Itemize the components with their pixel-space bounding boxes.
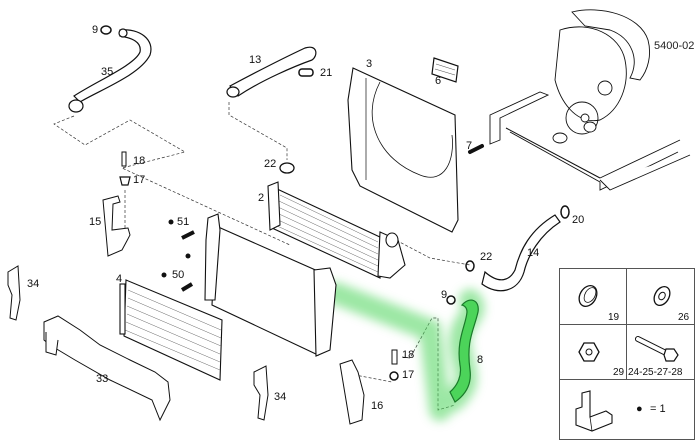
hose-14 xyxy=(481,214,561,292)
pad-6 xyxy=(431,57,459,83)
pin-18-lower xyxy=(391,349,398,365)
clamp-22-right xyxy=(465,260,475,272)
part-label-20[interactable]: 20 xyxy=(572,214,585,226)
part-label-4[interactable]: 4 xyxy=(116,273,123,285)
part-label-14[interactable]: 14 xyxy=(527,247,540,259)
legend-divider-h1 xyxy=(560,324,694,325)
clamp-9-top xyxy=(100,25,112,35)
legend-dot-symbol: ● xyxy=(636,403,643,415)
legend-equals-one: = 1 xyxy=(650,403,666,415)
part-label-34[interactable]: 34 xyxy=(27,278,40,290)
part-label-50[interactable]: 50 xyxy=(172,269,185,281)
part-label-33[interactable]: 33 xyxy=(96,373,109,385)
part-label-6[interactable]: 6 xyxy=(435,75,442,87)
hose-35 xyxy=(68,28,152,113)
reference-code: 5400-02 xyxy=(654,40,695,52)
hardware-legend: 19 26 29 24-25-27-28 ● = 1 xyxy=(559,268,695,440)
part-label-16[interactable]: 16 xyxy=(371,400,384,412)
part-label-21[interactable]: 21 xyxy=(320,67,333,79)
part-label-7[interactable]: 7 xyxy=(466,140,473,152)
legend-divider-h2 xyxy=(560,379,694,380)
bolt-icon xyxy=(635,336,679,362)
engine-fan-assembly xyxy=(489,9,691,191)
part-label-8[interactable]: 8 xyxy=(477,354,484,366)
clamp-22-top xyxy=(279,162,295,174)
part-label-34[interactable]: 34 xyxy=(274,391,287,403)
part-label-15[interactable]: 15 xyxy=(89,216,102,228)
legend-label-29: 29 xyxy=(613,367,625,378)
nut-icon xyxy=(578,342,600,362)
clamp-9-lower xyxy=(446,295,456,305)
part-label-18[interactable]: 18 xyxy=(402,349,415,361)
hose-8-highlighted xyxy=(449,299,479,403)
part-label-13[interactable]: 13 xyxy=(249,54,262,66)
part-label-9[interactable]: 9 xyxy=(92,24,99,36)
grommet-17-lower xyxy=(389,371,399,381)
part-label-22[interactable]: 22 xyxy=(480,251,493,263)
part-label-18[interactable]: 18 xyxy=(133,155,146,167)
bracket-34-left xyxy=(7,265,21,321)
part-label-17[interactable]: 17 xyxy=(133,174,146,186)
fan-shroud-3 xyxy=(347,67,459,233)
radiator-1 xyxy=(204,213,337,357)
bracket-16 xyxy=(339,359,365,425)
washer-icon xyxy=(653,286,671,306)
grommet-17-left xyxy=(119,176,131,186)
legend-label-26: 26 xyxy=(678,312,690,323)
clamp-21 xyxy=(298,68,314,77)
intercooler-2 xyxy=(267,181,406,279)
bolt-7 xyxy=(468,144,484,154)
bracket-34-right xyxy=(253,365,269,421)
bolt-50 xyxy=(161,272,194,292)
bolt-mid xyxy=(185,253,191,259)
pin-18-left xyxy=(121,151,127,167)
bracket-15 xyxy=(102,195,131,257)
part-label-3[interactable]: 3 xyxy=(366,58,373,70)
part-label-2[interactable]: 2 xyxy=(258,192,265,204)
part-label-17[interactable]: 17 xyxy=(402,369,415,381)
hose-13 xyxy=(226,46,317,98)
part-label-22[interactable]: 22 xyxy=(264,158,277,170)
assembly-lines xyxy=(53,102,471,411)
part-label-35[interactable]: 35 xyxy=(101,66,114,78)
legend-label-19: 19 xyxy=(608,312,620,323)
bracket-icon xyxy=(575,390,613,432)
part-label-51[interactable]: 51 xyxy=(177,216,190,228)
crossmember-33 xyxy=(43,315,171,422)
part-label-9[interactable]: 9 xyxy=(441,289,448,301)
hose-clamp-icon xyxy=(578,285,598,307)
clamp-20 xyxy=(560,205,570,219)
condenser-4 xyxy=(119,279,223,381)
bolt-51 xyxy=(168,219,195,240)
legend-label-24-25-27-28: 24-25-27-28 xyxy=(628,367,683,378)
